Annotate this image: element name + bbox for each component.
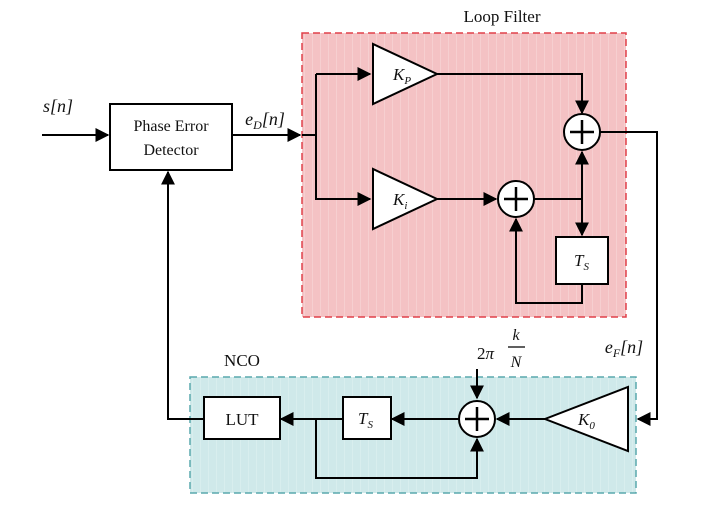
kp-to-summer-line — [437, 73, 589, 115]
ed-base: e — [245, 109, 253, 129]
input-signal-label: s[n] — [43, 96, 73, 116]
detector-output-label: eD[n] — [245, 109, 285, 132]
lut-block — [203, 396, 281, 440]
kp-gain-label: KP — [392, 65, 411, 87]
phase-error-detector-block — [109, 103, 233, 171]
kp-sub: P — [403, 75, 411, 87]
nco-title: NCO — [224, 351, 260, 370]
ed-index: [n] — [262, 109, 285, 129]
k0-sub: 0 — [589, 420, 595, 432]
phase-increment-n: N — [510, 354, 523, 371]
ki-gain-triangle — [372, 167, 440, 231]
phase-increment-k: k — [512, 327, 520, 344]
nd-sub: S — [367, 419, 373, 431]
phase-increment-2pi: 2π — [477, 344, 495, 363]
branch-to-ki — [315, 135, 372, 206]
ef-base: e — [605, 337, 613, 357]
pi-symbol: π — [486, 344, 495, 363]
nco-accumulator-feedback — [315, 419, 484, 479]
ki-gain-label: Ki — [392, 190, 407, 212]
ed-sub: D — [252, 118, 262, 132]
nco-delay-label: TS — [358, 409, 373, 431]
ef-sub: F — [612, 346, 621, 360]
delay-feedback-line — [509, 217, 583, 304]
k0-gain-label: K0 — [577, 410, 595, 432]
filter-delay-label: TS — [574, 251, 589, 273]
lut-label: LUT — [225, 410, 259, 429]
loop-filter-title: Loop Filter — [464, 7, 541, 26]
kp-base: K — [392, 65, 406, 84]
k0-base: K — [577, 410, 591, 429]
k0-gain-triangle — [542, 385, 629, 453]
lut-to-detector-feedback — [161, 170, 204, 420]
kp-gain-triangle — [372, 42, 440, 106]
ki-base: K — [392, 190, 406, 209]
ki-sub: i — [404, 200, 407, 212]
detector-label-line1: Phase Error — [133, 118, 209, 135]
filter-output-label: eF[n] — [605, 337, 643, 360]
nco-delay-block — [342, 396, 392, 440]
filter-output-line — [600, 131, 658, 426]
detector-label-line2: Detector — [143, 142, 199, 159]
fd-base: T — [574, 251, 585, 270]
ef-index: [n] — [620, 337, 643, 357]
nd-base: T — [358, 409, 369, 428]
fd-sub: S — [583, 261, 589, 273]
